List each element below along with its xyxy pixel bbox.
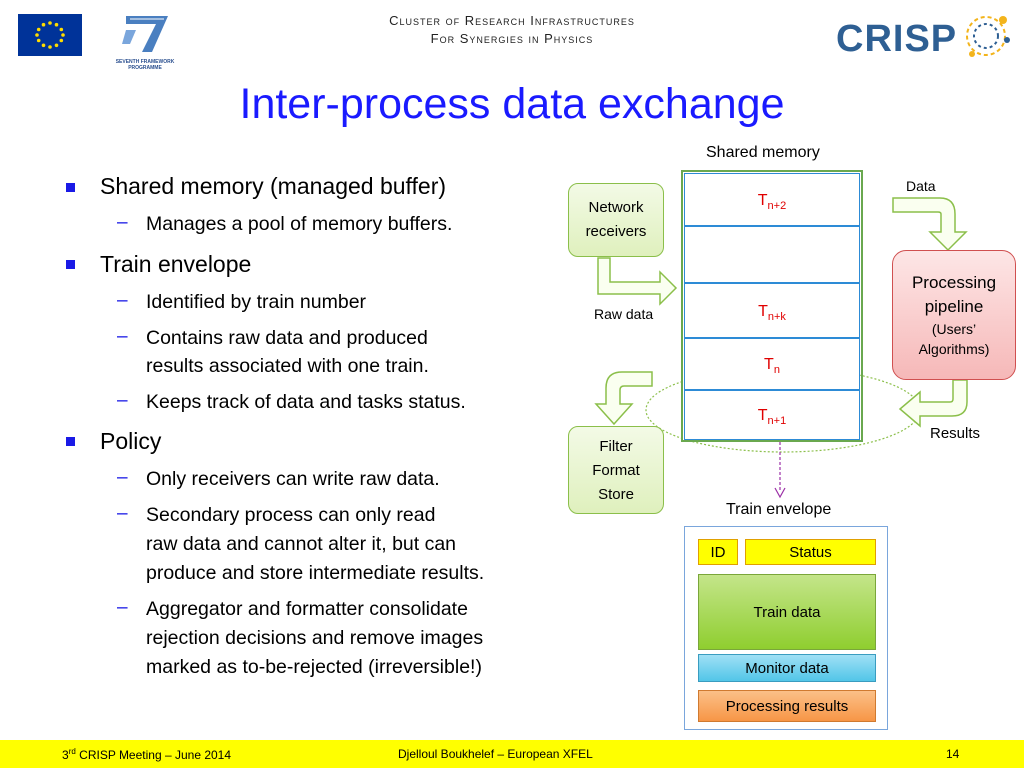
- slot-sub: n+k: [767, 311, 786, 324]
- slot-t: T: [758, 303, 768, 320]
- memory-slot-n-plus-k: Tn+k: [684, 283, 860, 338]
- envelope-train-data: Train data: [698, 574, 876, 650]
- sub-bullet-secondary-3: produce and store intermediate results.: [146, 562, 485, 584]
- network-receivers-line-1: Network: [588, 199, 644, 216]
- bullet-train-envelope: Train envelope: [100, 251, 252, 277]
- eu-flag-logo: [18, 14, 82, 56]
- processing-line-1: Processing: [911, 273, 997, 292]
- dash-marker: –: [117, 390, 128, 411]
- memory-slot-n-plus-2: Tn+2: [684, 173, 860, 226]
- bullet-policy: Policy: [100, 428, 162, 454]
- dash-marker: –: [117, 290, 128, 311]
- data-label: Data: [906, 178, 936, 194]
- slot-sub: n+1: [767, 415, 787, 428]
- footer-page-number: 14: [946, 747, 960, 761]
- dash-marker: –: [117, 597, 128, 618]
- filter-line-3: Store: [598, 486, 634, 503]
- dash-marker: –: [117, 503, 128, 524]
- processing-line-2: pipeline: [924, 297, 984, 316]
- sub-bullet-contains-2: results associated with one train.: [146, 355, 429, 377]
- processing-pipeline-box: Processing pipeline (Users’ Algorithms): [892, 250, 1016, 380]
- sub-bullet-contains-1: Contains raw data and produced: [146, 327, 428, 349]
- footer-meeting: 3rd CRISP Meeting – June 2014: [62, 747, 231, 762]
- train-envelope-label: Train envelope: [726, 501, 832, 518]
- memory-slot-n-plus-1: Tn+1: [684, 390, 860, 440]
- results-label: Results: [930, 425, 981, 442]
- sub-bullet-secondary-2: raw data and cannot alter it, but can: [146, 533, 457, 555]
- slot-t: T: [757, 407, 768, 424]
- consortium-line-2: For Synergies in Physics: [430, 31, 594, 46]
- footer-meeting-number: 3: [62, 748, 69, 762]
- network-receivers-box: Network receivers: [568, 183, 664, 257]
- data-arrow: [892, 197, 968, 252]
- sub-bullet-pool: Manages a pool of memory buffers.: [146, 213, 453, 235]
- shared-memory-block: [681, 170, 863, 442]
- bullet-marker: [66, 437, 75, 446]
- bullet-marker: [66, 183, 75, 192]
- footer-meeting-text: CRISP Meeting – June 2014: [75, 748, 232, 762]
- results-arrow: [898, 379, 968, 428]
- fp7-logo: SEVENTH FRAMEWORK PROGRAMME: [112, 10, 178, 71]
- filter-line-1: Filter: [599, 438, 633, 455]
- slot-t: T: [764, 356, 774, 373]
- slot-sub: n: [773, 364, 780, 377]
- fp7-caption: SEVENTH FRAMEWORK PROGRAMME: [115, 59, 175, 71]
- consortium-name: Cluster of Research Infrastructures For …: [0, 12, 1024, 48]
- envelope-id: ID: [698, 539, 738, 565]
- filter-line-2: Format: [592, 462, 640, 479]
- crisp-logo-text: CRISP: [836, 18, 958, 60]
- envelope-status: Status: [745, 539, 876, 565]
- filter-arrow: [594, 371, 653, 426]
- crisp-logo: CRISP: [836, 6, 1016, 66]
- slide-title: Inter-process data exchange: [239, 80, 785, 128]
- sub-bullet-keeps-track: Keeps track of data and tasks status.: [146, 391, 466, 413]
- envelope-monitor-data: Monitor data: [698, 654, 876, 682]
- consortium-line-1: Cluster of Research Infrastructures: [389, 13, 635, 28]
- sub-bullet-aggregator-1: Aggregator and formatter consolidate: [146, 598, 468, 620]
- bullet-shared-memory: Shared memory (managed buffer): [100, 173, 447, 199]
- memory-slot-empty: [684, 226, 860, 283]
- sub-bullet-secondary-1: Secondary process can only read: [146, 504, 436, 526]
- envelope-processing-results: Processing results: [698, 690, 876, 722]
- processing-line-4: Algorithms): [918, 341, 990, 357]
- footer-bar: 3rd CRISP Meeting – June 2014 Djelloul B…: [0, 740, 1024, 768]
- eu-stars-icon: [35, 21, 65, 49]
- slot-sub: n+2: [767, 200, 787, 213]
- bullet-marker: [66, 260, 75, 269]
- filter-format-store-box: Filter Format Store: [568, 426, 664, 514]
- dash-marker: –: [117, 326, 128, 347]
- sub-bullet-aggregator-3: marked as to-be-rejected (irreversible!): [146, 656, 482, 678]
- sub-bullet-identified: Identified by train number: [146, 291, 367, 313]
- crisp-orbit-icon: [966, 16, 1010, 57]
- memory-slot-n: Tn: [684, 338, 860, 390]
- network-receivers-line-2: receivers: [585, 223, 647, 240]
- raw-data-label: Raw data: [594, 306, 654, 322]
- sub-bullet-aggregator-2: rejection decisions and remove images: [146, 627, 484, 649]
- processing-line-3: (Users’: [931, 321, 977, 337]
- fp7-seven-icon: [122, 16, 168, 52]
- dash-marker: –: [117, 467, 128, 488]
- dash-marker: –: [117, 212, 128, 233]
- diagram-connectors: [594, 197, 968, 499]
- sub-bullet-receivers: Only receivers can write raw data.: [146, 468, 440, 490]
- footer-meeting-ordinal: rd: [68, 747, 76, 756]
- footer-author: Djelloul Boukhelef – European XFEL: [398, 747, 593, 761]
- slot-t: T: [757, 192, 768, 209]
- raw-data-arrow: [597, 257, 678, 306]
- shared-memory-label: Shared memory: [706, 144, 820, 161]
